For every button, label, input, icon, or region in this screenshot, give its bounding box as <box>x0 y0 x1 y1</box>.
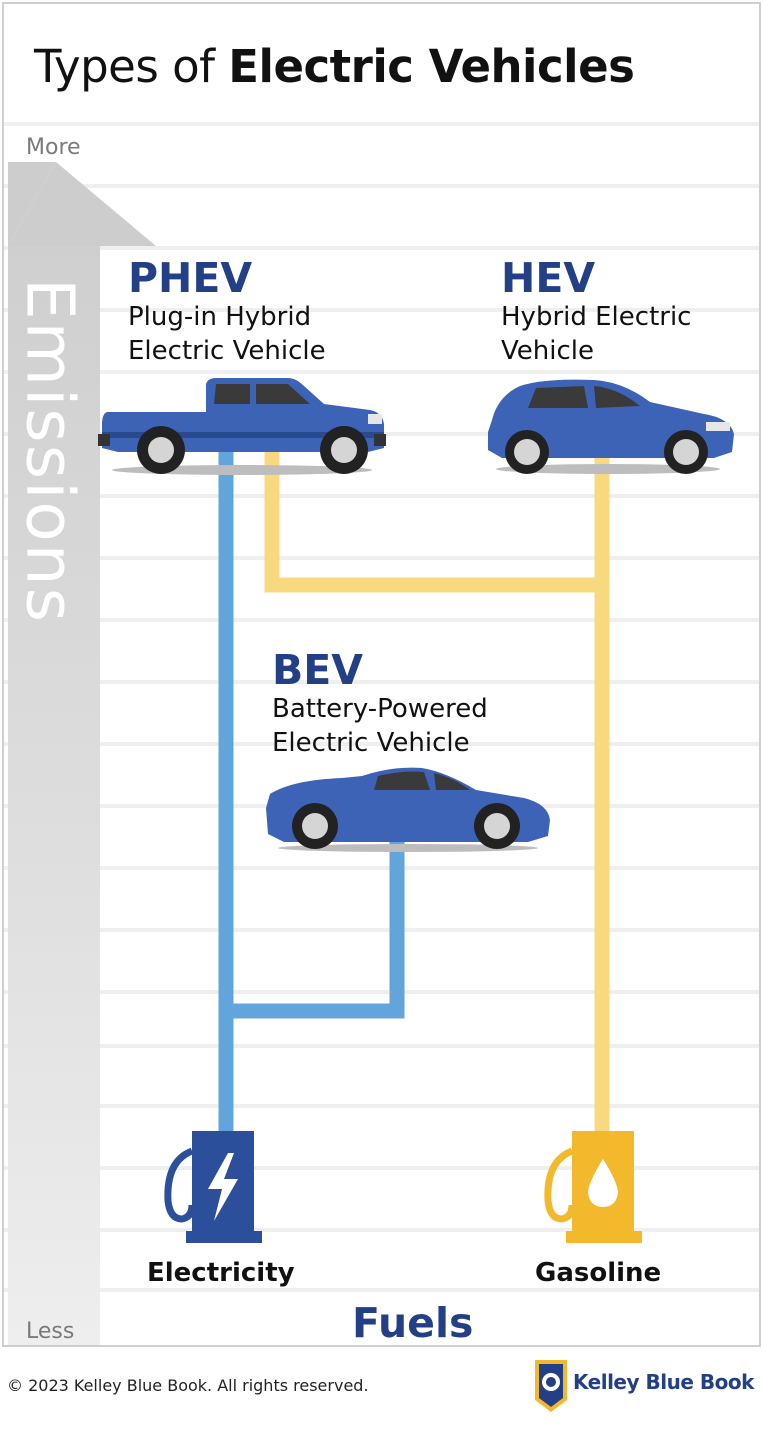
bev-name-line1: Battery-Powered <box>272 694 488 724</box>
gasoline-line-phev <box>264 444 602 593</box>
axis-label-less: Less <box>26 1319 75 1344</box>
background-stripe <box>4 1288 759 1292</box>
background-stripe <box>4 122 759 126</box>
background-stripe <box>4 556 759 560</box>
electric-pump-icon <box>164 1131 262 1243</box>
background-stripe <box>4 308 759 312</box>
electricity-lines <box>218 444 405 1144</box>
kbb-logo-text: Kelley Blue Book <box>573 1370 754 1394</box>
kelley-blue-book-logo: Kelley Blue Book <box>531 1356 761 1416</box>
phev-name: Plug-in Hybrid Electric Vehicle <box>128 300 326 368</box>
background-stripe <box>4 1166 759 1170</box>
pickup-truck-icon <box>98 378 386 475</box>
background-stripe <box>4 1044 759 1048</box>
background-stripe <box>4 184 759 188</box>
axis-label-more: More <box>26 135 81 160</box>
bev-name: Battery-Powered Electric Vehicle <box>272 692 488 760</box>
background-stripe <box>4 246 759 250</box>
background-stripe <box>4 370 759 374</box>
background-stripe <box>4 680 759 684</box>
background-stripe <box>4 742 759 746</box>
background-stripe <box>4 494 759 498</box>
phev-name-line2: Electric Vehicle <box>128 336 326 366</box>
sports-car-icon <box>266 767 550 852</box>
hatchback-car-icon <box>488 379 734 474</box>
hev-name-line1: Hybrid Electric <box>501 302 692 332</box>
gas-pump-icon <box>544 1131 642 1243</box>
page-title: Types of Electric Vehicles <box>34 40 635 93</box>
background-stripe <box>4 1104 759 1108</box>
hev-abbr: HEV <box>501 254 596 302</box>
kbb-badge-icon <box>535 1360 567 1412</box>
fuel-label-electricity: Electricity <box>147 1258 295 1288</box>
background-stripe <box>4 866 759 870</box>
phev-abbr: PHEV <box>128 254 253 302</box>
bev-abbr: BEV <box>272 646 363 694</box>
bev-name-line2: Electric Vehicle <box>272 728 470 758</box>
electricity-line-bev <box>226 834 405 1019</box>
fuels-axis-title: Fuels <box>352 1299 474 1347</box>
fuel-connection-lines <box>218 444 610 1144</box>
emissions-axis-arrow <box>8 244 100 1345</box>
hev-name: Hybrid Electric Vehicle <box>501 300 691 368</box>
gasoline-lines <box>264 444 610 1144</box>
background-stripe <box>4 1228 759 1232</box>
background-stripe <box>4 618 759 622</box>
background-stripe <box>4 990 759 994</box>
emissions-axis-arrowhead <box>8 162 156 246</box>
phev-name-line1: Plug-in Hybrid <box>128 302 312 332</box>
fuel-label-gasoline: Gasoline <box>535 1258 662 1288</box>
background-stripe <box>4 928 759 932</box>
copyright-text: © 2023 Kelley Blue Book. All rights rese… <box>7 1376 369 1395</box>
hev-name-line2: Vehicle <box>501 336 594 366</box>
infographic-frame: Types of Electric Vehicles More Less Emi… <box>2 2 761 1347</box>
